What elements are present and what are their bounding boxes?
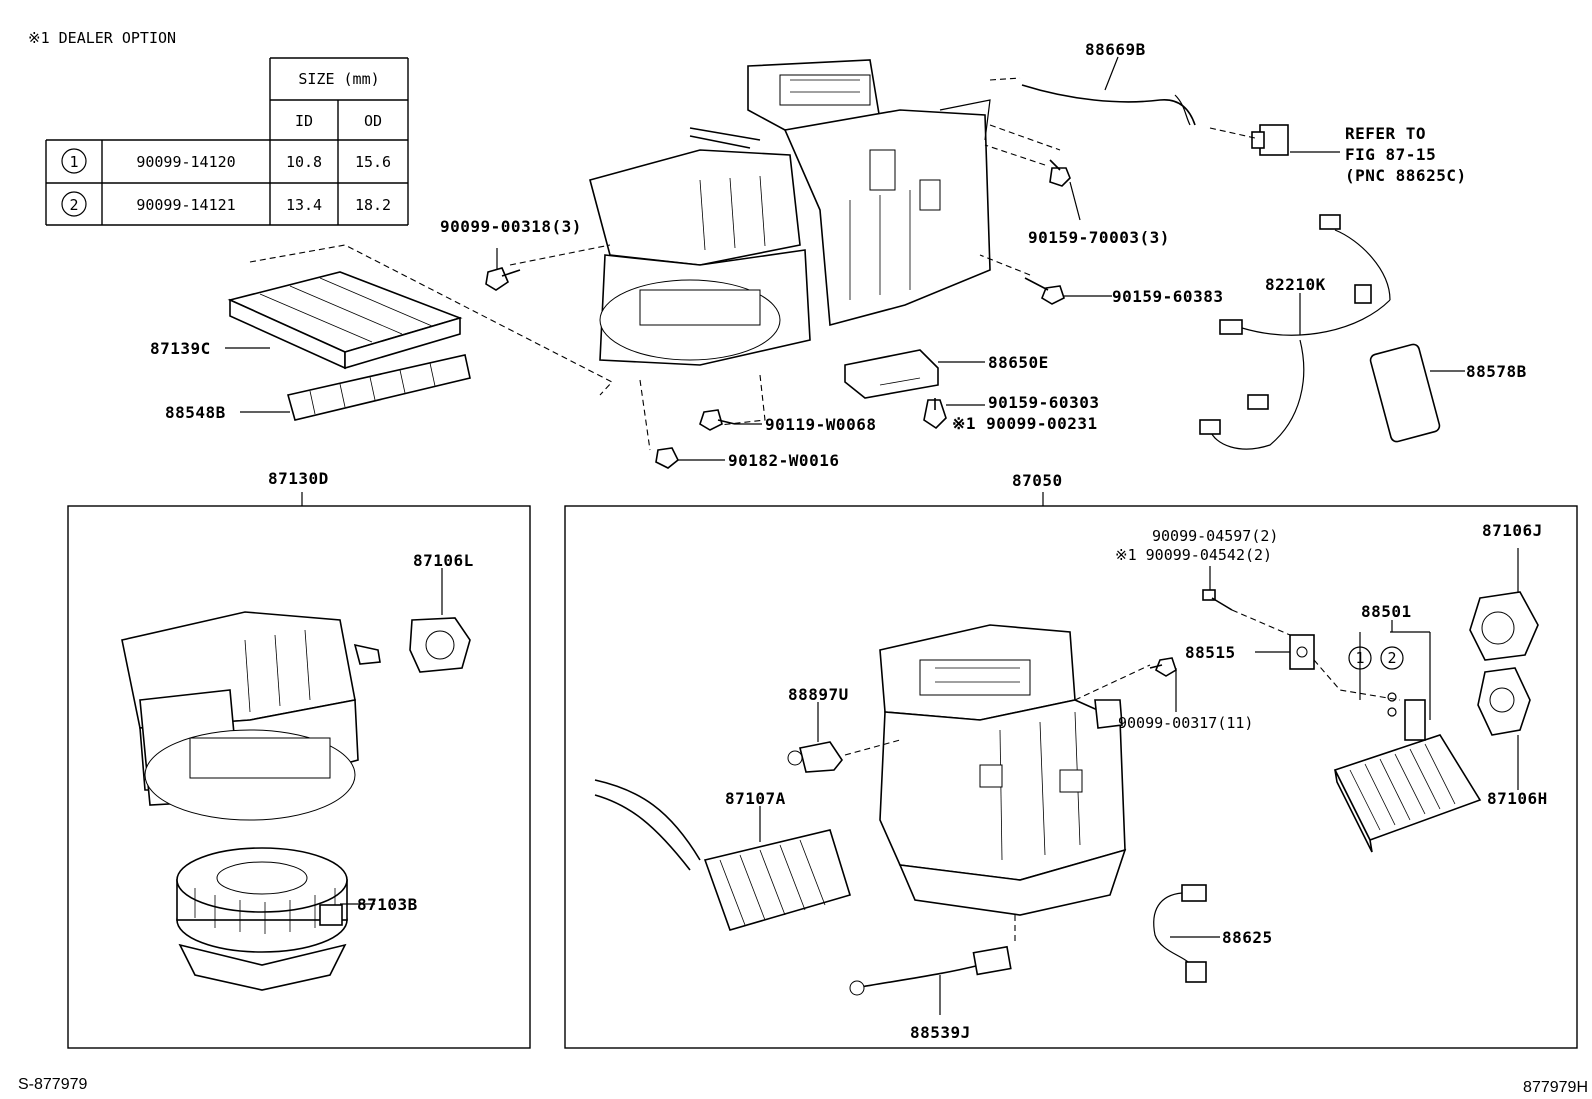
wire-harness-82210k xyxy=(1199,214,1391,450)
table-row-mark: 2 xyxy=(69,196,78,214)
circled-mark-2-icon xyxy=(1380,646,1404,670)
bolt-90099-00317-icon xyxy=(1149,657,1177,677)
screw-90159-60303-icon xyxy=(923,398,947,430)
nut-90182-w0016-icon xyxy=(655,447,680,469)
label-90099-00317: 90099-00317(11) xyxy=(1118,714,1253,732)
label-90159-60383: 90159-60383 xyxy=(1112,287,1223,306)
table-row-id: 10.8 xyxy=(286,153,322,171)
label-88578b: 88578B xyxy=(1466,362,1527,381)
refer-to-line3: (PNC 88625C) xyxy=(1345,166,1467,185)
sub-assembly-box-87130d xyxy=(67,505,531,1049)
label-87107a: 87107A xyxy=(725,789,786,808)
evaporator-88501 xyxy=(1333,699,1482,853)
table-row-mark: 1 xyxy=(69,153,78,171)
bolt-90159-70003-icon xyxy=(1049,159,1071,187)
label-88625: 88625 xyxy=(1222,928,1273,947)
label-90159-60303: 90159-60303 xyxy=(988,393,1099,412)
label-82210k: 82210K xyxy=(1265,275,1326,294)
label-87106l: 87106L xyxy=(413,551,474,570)
label-87050: 87050 xyxy=(1012,471,1063,490)
hose-88539j xyxy=(849,945,1012,996)
label-90119-w0068: 90119-W0068 xyxy=(765,415,876,434)
footer-right-code: 877979H xyxy=(1523,1079,1588,1096)
amplifier-88650e xyxy=(844,349,939,399)
leader-88669b xyxy=(1104,56,1119,91)
sensor-88897u xyxy=(787,741,843,773)
refer-to-line1: REFER TO xyxy=(1345,124,1426,143)
refer-to-line2: FIG 87-15 xyxy=(1345,145,1436,164)
label-87103b: 87103B xyxy=(357,895,418,914)
sub-assembly-box-87050 xyxy=(564,505,1578,1049)
servo-motor-87106h xyxy=(1477,667,1531,736)
sensor-wire-88625 xyxy=(1153,884,1207,983)
label-90099-04542: ※1 90099-04542(2) xyxy=(1115,546,1272,564)
label-90099-00318: 90099-00318(3) xyxy=(440,217,582,236)
label-88548b: 88548B xyxy=(165,403,226,422)
bolt-90119-w0068-icon xyxy=(699,409,736,431)
label-88539j: 88539J xyxy=(910,1023,971,1042)
blower-motor-87103b xyxy=(176,847,348,991)
table-row-od: 18.2 xyxy=(355,196,391,214)
servo-motor-87106j xyxy=(1469,591,1539,661)
label-88515: 88515 xyxy=(1185,643,1236,662)
label-90099-00231: ※1 90099-00231 xyxy=(952,414,1098,433)
blower-housing xyxy=(121,611,381,821)
bolt-90099-00318-icon xyxy=(485,267,521,291)
cabin-filter-87139c xyxy=(227,271,463,370)
expansion-valve-88515 xyxy=(1289,634,1315,670)
gasket-88578b xyxy=(1369,343,1441,443)
o-ring-icon xyxy=(1387,692,1397,702)
footer-left-code: S-877979 xyxy=(18,1076,87,1093)
hose-88669b xyxy=(1021,84,1289,156)
label-90182-w0016: 90182-W0016 xyxy=(728,451,839,470)
label-88897u: 88897U xyxy=(788,685,849,704)
callout-mark-1: 1 xyxy=(1355,649,1364,667)
dealer-option-note: ※1 DEALER OPTION xyxy=(28,29,176,47)
table-row-od: 15.6 xyxy=(355,153,391,171)
heater-core-87107a xyxy=(594,779,852,931)
size-table-col-id: ID xyxy=(295,112,313,130)
label-87139c: 87139C xyxy=(150,339,211,358)
label-88501: 88501 xyxy=(1361,602,1412,621)
label-88669b: 88669B xyxy=(1085,40,1146,59)
callout-mark-2: 2 xyxy=(1387,649,1396,667)
circled-mark-1-icon xyxy=(61,148,87,174)
label-90099-04597: 90099-04597(2) xyxy=(1152,527,1278,545)
circled-mark-1-icon xyxy=(1348,646,1372,670)
o-ring-icon xyxy=(1387,707,1397,717)
heater-unit-housing xyxy=(879,624,1127,916)
table-row-part: 90099-14121 xyxy=(136,196,235,214)
bolt-90099-04597-icon xyxy=(1202,589,1233,611)
servo-motor-87106l xyxy=(409,617,471,673)
label-88650e: 88650E xyxy=(988,353,1049,372)
table-row-part: 90099-14120 xyxy=(136,153,235,171)
size-table-header: SIZE (mm) xyxy=(298,70,379,88)
label-87130d: 87130D xyxy=(268,469,329,488)
circled-mark-2-icon xyxy=(61,191,87,217)
size-table: SIZE (mm) ID OD 1 90099-14120 10.8 15.6 … xyxy=(45,57,409,226)
filter-cover-88548b xyxy=(287,354,471,421)
label-90159-70003: 90159-70003(3) xyxy=(1028,228,1170,247)
size-table-col-od: OD xyxy=(364,112,382,130)
leader-90159-70003 xyxy=(1069,181,1081,221)
table-row-id: 13.4 xyxy=(286,196,322,214)
label-87106h: 87106H xyxy=(1487,789,1548,808)
label-87106j: 87106J xyxy=(1482,521,1543,540)
hvac-unit-assembly xyxy=(249,59,1061,451)
bolt-90159-60383-icon xyxy=(1024,277,1065,305)
